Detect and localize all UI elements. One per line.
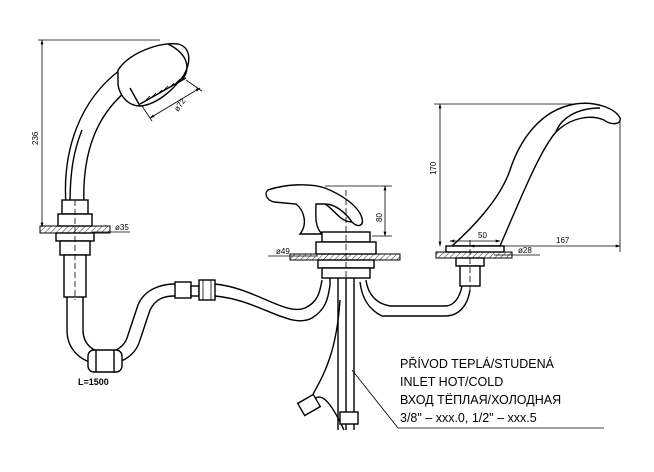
shower-hose: L=1500 — [66, 279, 331, 387]
dim-49-label: ø49 — [276, 247, 290, 256]
note-line-4: 3/8" – xxx.0, 1/2" – xxx.5 — [400, 411, 537, 425]
hose-length-label: L=1500 — [78, 377, 109, 387]
dim-167-label: 167 — [556, 236, 570, 245]
note-line-3: ВХОД ТЁПЛАЯ/ХОЛОДНАЯ — [400, 393, 561, 407]
dimension-handshower-height: 236 — [31, 39, 160, 228]
mixer-body — [265, 184, 471, 431]
spout — [435, 102, 621, 292]
dim-170-label: 170 — [429, 161, 438, 175]
dimension-holder-diameter: ø35 — [92, 223, 130, 233]
dimension-spout-offset: 50 — [449, 231, 501, 243]
dimension-spout-base: ø28 — [494, 246, 540, 256]
inlet-note: PŘÍVOD TEPLÁ/STUDENÁ INLET HOT/COLD ВХОД… — [351, 356, 604, 429]
dimension-spout-height: 170 — [429, 103, 575, 247]
dim-50-label: 50 — [478, 231, 487, 240]
note-line-2: INLET HOT/COLD — [400, 375, 503, 389]
dim-72-label: ø72 — [172, 96, 188, 113]
dimension-mixer-height: 80 — [325, 185, 392, 237]
note-line-1: PŘÍVOD TEPLÁ/STUDENÁ — [400, 356, 555, 371]
dimension-spout-reach: 167 — [469, 122, 621, 252]
hand-shower — [39, 43, 190, 300]
dim-35-label: ø35 — [115, 223, 129, 232]
dimension-mixer-base: ø49 — [268, 247, 318, 257]
dim-28-label: ø28 — [518, 246, 532, 255]
dim-80-label: 80 — [375, 213, 384, 222]
dim-236-label: 236 — [31, 131, 40, 145]
